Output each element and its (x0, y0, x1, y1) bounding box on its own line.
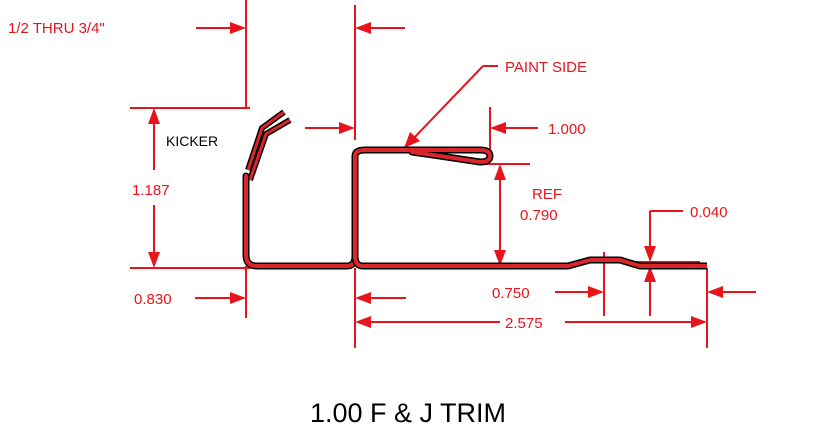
overall-width-dimension: 2.575 (505, 315, 543, 332)
ref-height-dimension: 0.790 (520, 207, 558, 224)
kicker-height-dimension: 1.187 (132, 182, 170, 199)
range-label: 1/2 THRU 3/4" (8, 20, 105, 37)
offset-width-dimension: 0.750 (492, 285, 530, 302)
top-flange-dimension: 1.000 (548, 121, 586, 138)
dimension-lines (130, 0, 756, 348)
drawing-title: 1.00 F & J TRIM (310, 398, 506, 428)
left-leg-dimension: 0.830 (134, 291, 172, 308)
trim-profile (242, 109, 707, 270)
kicker-label: KICKER (166, 133, 218, 149)
ref-label: REF (532, 186, 562, 203)
paint-side-label: PAINT SIDE (505, 59, 587, 76)
offset-dimension: 0.040 (690, 204, 728, 221)
